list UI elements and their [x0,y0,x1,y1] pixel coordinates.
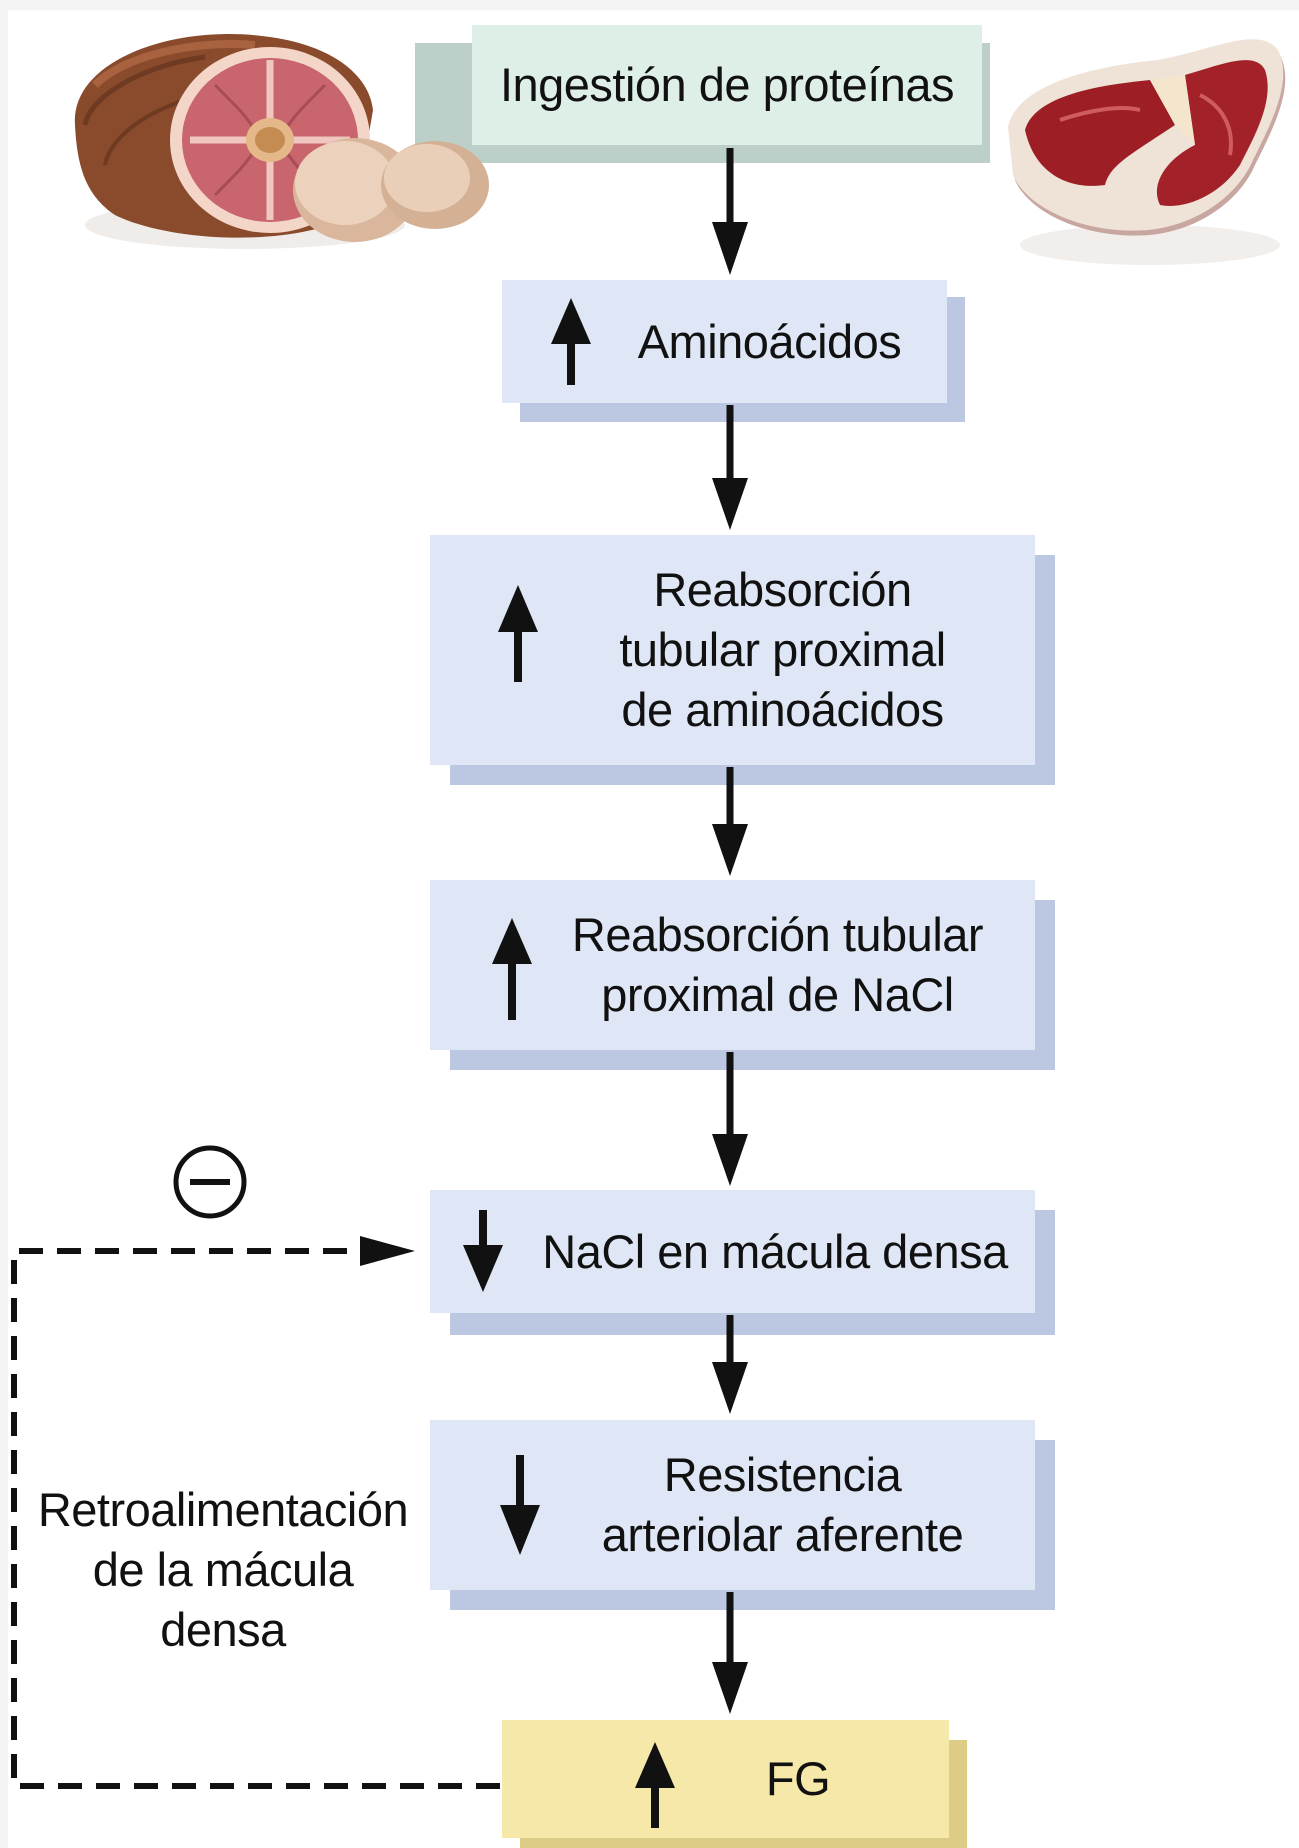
up-arrow-icon [551,298,591,385]
node-protein-intake-label: Ingestión de proteínas [499,58,955,111]
feedback-label: Retroalimentación de la mácula densa [18,1420,428,1660]
node-gfr-label: FG [765,1752,831,1805]
node-amino-acid-reabsorption: Reabsorción tubular proximal de aminoáci… [430,535,1035,765]
up-arrow-icon [635,1742,675,1828]
flow-arrow-5 [712,1315,748,1414]
node-amino-acid-reabsorption-label: Reabsorción tubular proximal de aminoáci… [619,563,946,736]
flow-arrow-1 [712,148,748,275]
node-afferent-resistance-label: Resistencia arteriolar aferente [601,1448,964,1561]
down-arrow-icon [500,1455,540,1555]
steak-icon [1008,39,1286,265]
node-amino-acids-label: Aminoácidos [637,314,902,368]
node-gfr: FG [502,1720,949,1838]
node-nacl-macula-densa-label: NaCl en mácula densa [542,1224,1008,1278]
feedback-loop-arrow [11,1236,500,1789]
node-nacl-reabsorption: Reabsorción tubular proximal de NaCl [430,880,1035,1050]
up-arrow-icon [498,585,538,682]
feedback-label-text: Retroalimentación de la mácula densa [37,1483,409,1656]
flow-arrow-6 [712,1592,748,1714]
flow-arrow-2 [712,405,748,530]
flow-arrow-4 [712,1052,748,1186]
down-arrow-icon [463,1210,503,1292]
negative-feedback-icon [173,1145,247,1219]
node-protein-intake: Ingestión de proteínas [472,25,982,145]
node-nacl-reabsorption-label: Reabsorción tubular proximal de NaCl [571,908,984,1021]
up-arrow-icon [492,918,532,1020]
node-nacl-macula-densa: NaCl en mácula densa [430,1190,1035,1313]
ham-and-eggs-icon [74,34,489,249]
flow-arrow-3 [712,767,748,876]
